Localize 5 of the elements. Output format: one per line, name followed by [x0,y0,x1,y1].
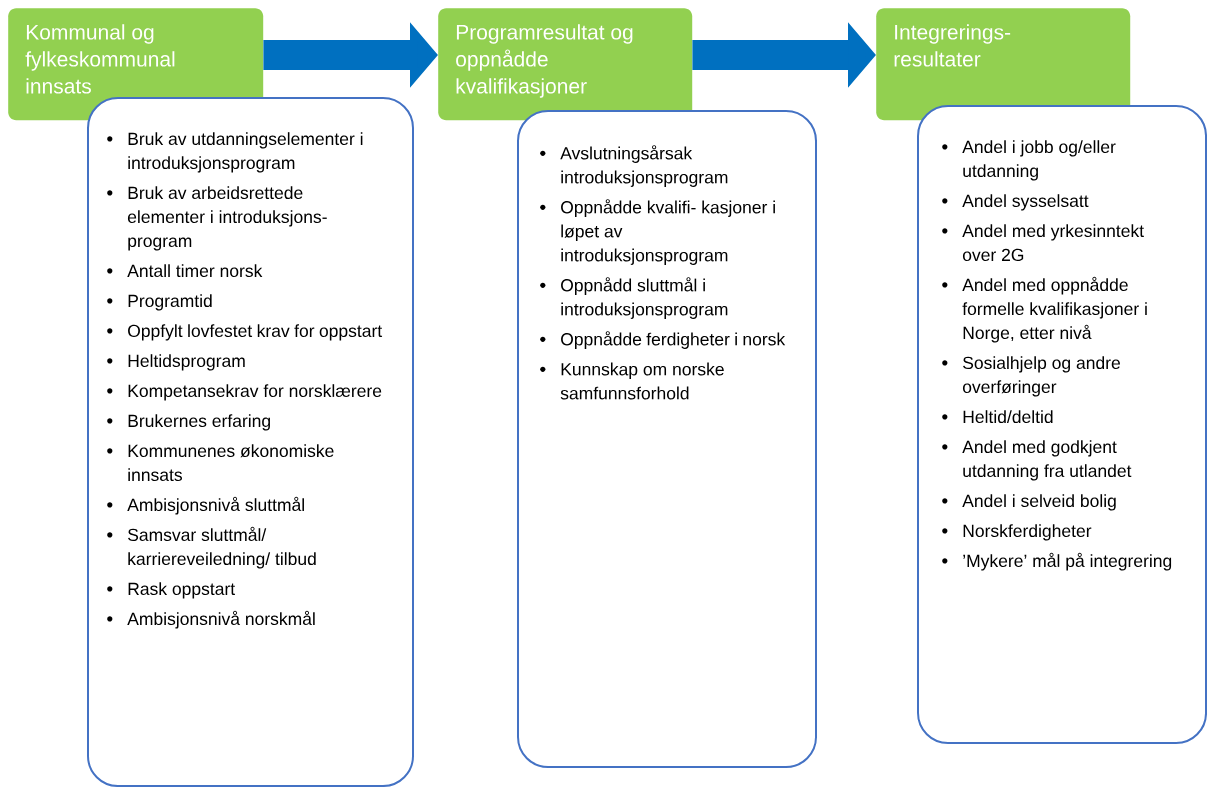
list-box: Bruk av utdanningselementer i introduksjonsprogram Bruk av arbeidsrettede elementer i introduksjons- program Antall timer norsk Programtid Oppfylt lovfestet krav for oppstart Heltidsprogram Kompetansekrav for norsklærere Brukernes erfaring Kommunenes økonomiske innsats Ambisjonsnivå sluttmål Samsvar sluttmål/ karriereveiledning/ tilbud Rask oppstart Ambisjonsnivå norskmål [87,97,414,787]
list-box: Andel i jobb og/eller utdanning Andel sysselsatt Andel med yrkesinntekt over 2G Andel med oppnådde formelle kvalifikasjoner i Norge, etter nivå Sosialhjelp og andre overføringer Heltid/deltid Andel med godkjent utdanning fra utlandet Andel i selveid bolig Norskferdigheter ’Mykere’ mål på integrering [917,105,1207,744]
header-box: Integrerings- resultater [876,8,1131,121]
list-box: Avslutningsårsak introduksjonsprogram Oppnådde kvalifi- kasjoner i løpet av introduksjonsprogram Oppnådd sluttmål i introduksjonsprogram Oppnådde ferdigheter i norsk Kunnskap om norske samfunnsforhold [517,110,817,768]
header-box: Programresultat og oppnådde kvalifikasjoner [438,8,693,121]
